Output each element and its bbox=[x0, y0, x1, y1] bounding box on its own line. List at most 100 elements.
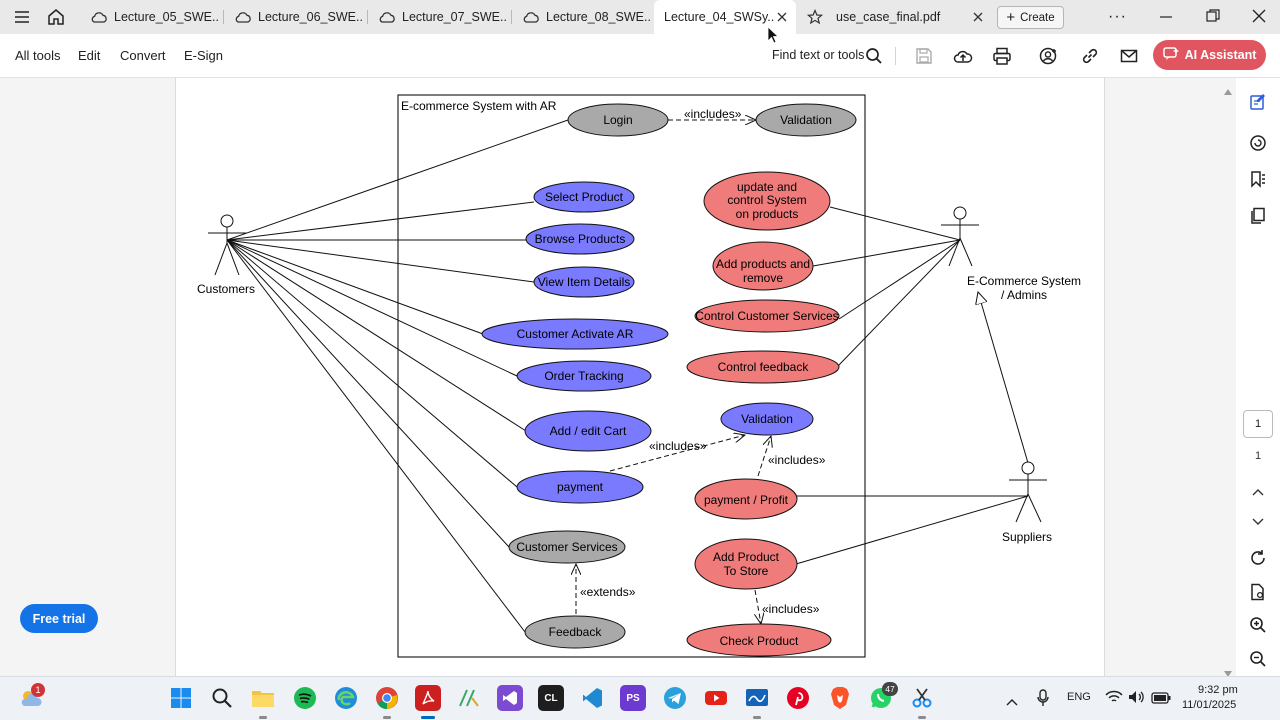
clock-date[interactable]: 11/01/2025 bbox=[1182, 699, 1237, 711]
file-explorer-icon[interactable] bbox=[250, 685, 276, 711]
visual-studio-icon[interactable] bbox=[497, 685, 523, 711]
use-case-customer-services[interactable]: Customer Services bbox=[508, 530, 626, 564]
rotate-refresh-icon[interactable] bbox=[1246, 546, 1270, 570]
find-text-or-tools[interactable]: Find text or tools bbox=[772, 48, 865, 62]
bookmark-icon[interactable] bbox=[1246, 167, 1270, 191]
taskbar-search-icon[interactable] bbox=[209, 685, 235, 711]
use-case-control-customer-services[interactable]: Control Customer Services bbox=[694, 299, 840, 333]
tab-label: use_case_final.pdf bbox=[836, 10, 941, 24]
scroll-up-icon[interactable] bbox=[1224, 82, 1232, 100]
use-case-select-product[interactable]: Select Product bbox=[533, 181, 635, 213]
start-windows-icon[interactable] bbox=[168, 685, 194, 711]
menu-edit[interactable]: Edit bbox=[78, 48, 101, 63]
restore-icon[interactable] bbox=[1205, 8, 1221, 29]
actor-suppliers-label: Suppliers bbox=[1002, 530, 1052, 544]
clion-icon[interactable]: CL bbox=[538, 685, 564, 711]
use-case-browse-products[interactable]: Browse Products bbox=[525, 223, 635, 255]
comment-icon[interactable] bbox=[1246, 131, 1270, 155]
svg-text:Validation: Validation bbox=[741, 412, 793, 426]
page-total: 1 bbox=[1254, 450, 1262, 462]
youtube-icon[interactable] bbox=[703, 685, 729, 711]
print-icon[interactable] bbox=[989, 44, 1015, 68]
dependency-arrows bbox=[576, 120, 771, 624]
chrome-icon[interactable] bbox=[374, 685, 400, 711]
use-case-add-product-to-store[interactable]: Add Product To Store bbox=[694, 538, 798, 590]
use-case-validation-mid[interactable]: Validation bbox=[720, 402, 814, 436]
edit-pdf-icon[interactable] bbox=[1246, 90, 1270, 114]
svg-text:Check Product: Check Product bbox=[720, 634, 799, 648]
edge-icon[interactable] bbox=[333, 685, 359, 711]
use-case-feedback[interactable]: Feedback bbox=[524, 615, 626, 649]
whiteboard-icon[interactable] bbox=[744, 685, 770, 711]
telegram-icon[interactable] bbox=[662, 685, 688, 711]
zoom-in-icon[interactable] bbox=[1246, 613, 1270, 637]
upload-cloud-icon[interactable] bbox=[950, 44, 976, 68]
microphone-icon[interactable] bbox=[1037, 689, 1049, 712]
tab-lecture-04[interactable]: Lecture_04_SWSy.. bbox=[654, 0, 796, 34]
vscode-icon[interactable] bbox=[579, 685, 605, 711]
tab-label: Lecture_08_SWE.. bbox=[546, 10, 651, 24]
use-case-update-control-system[interactable]: update and control System on products bbox=[703, 171, 831, 231]
link-icon[interactable] bbox=[1077, 44, 1103, 68]
share-user-icon[interactable] bbox=[1036, 44, 1062, 68]
use-case-customer-activate-ar[interactable]: Customer Activate AR bbox=[481, 318, 669, 350]
menu-esign[interactable]: E-Sign bbox=[184, 48, 224, 63]
use-case-check-product[interactable]: Check Product bbox=[686, 623, 832, 657]
free-trial-button[interactable]: Free trial bbox=[20, 604, 98, 633]
menu-all-tools[interactable]: All tools bbox=[15, 48, 61, 63]
use-case-control-feedback[interactable]: Control feedback bbox=[686, 350, 840, 384]
hamburger-menu-icon[interactable] bbox=[13, 9, 31, 25]
actor-admins[interactable] bbox=[941, 206, 979, 267]
use-case-add-edit-cart[interactable]: Add / edit Cart bbox=[524, 410, 652, 452]
language-indicator[interactable]: ENG bbox=[1067, 691, 1091, 703]
close-icon[interactable] bbox=[776, 11, 788, 23]
clock-time[interactable]: 9:32 pm bbox=[1198, 684, 1238, 696]
zoom-out-icon[interactable] bbox=[1246, 647, 1270, 671]
create-button[interactable]: + Create bbox=[997, 6, 1064, 29]
use-case-payment-profit[interactable]: payment / Profit bbox=[694, 478, 798, 520]
actor-customers[interactable] bbox=[208, 214, 246, 276]
document-settings-icon[interactable] bbox=[1246, 580, 1270, 604]
pinterest-icon[interactable] bbox=[785, 685, 811, 711]
use-case-view-item-details[interactable]: View Item Details bbox=[533, 266, 635, 298]
phpstorm-icon[interactable]: PS bbox=[620, 685, 646, 711]
minimize-icon[interactable] bbox=[1158, 9, 1174, 30]
menu-convert[interactable]: Convert bbox=[120, 48, 166, 63]
acrobat-icon[interactable] bbox=[415, 685, 441, 711]
home-icon[interactable] bbox=[46, 7, 66, 27]
tab-use-case-final[interactable]: use_case_final.pdf bbox=[800, 0, 990, 34]
tab-lecture-07[interactable]: Lecture_07_SWE.. bbox=[370, 0, 510, 34]
spotify-icon[interactable] bbox=[292, 685, 318, 711]
vertical-scrollbar[interactable] bbox=[1220, 78, 1236, 677]
tab-lecture-05[interactable]: Lecture_05_SWE.. bbox=[82, 0, 222, 34]
close-icon[interactable] bbox=[972, 11, 984, 23]
actor-suppliers[interactable] bbox=[1009, 461, 1047, 523]
next-page-icon[interactable] bbox=[1246, 510, 1270, 534]
snipping-tool-icon[interactable] bbox=[909, 685, 935, 711]
use-case-validation-top[interactable]: Validation bbox=[755, 103, 857, 137]
previous-page-icon[interactable] bbox=[1246, 480, 1270, 504]
use-case-add-remove-products[interactable]: Add products and remove bbox=[712, 241, 814, 291]
system-boundary bbox=[397, 94, 866, 658]
volume-icon[interactable] bbox=[1128, 690, 1146, 709]
search-icon[interactable] bbox=[861, 44, 887, 68]
brave-icon[interactable] bbox=[827, 685, 853, 711]
use-case-login[interactable]: Login bbox=[567, 103, 669, 137]
wifi-icon[interactable] bbox=[1105, 690, 1123, 709]
window-close-icon[interactable] bbox=[1251, 8, 1267, 29]
show-hidden-icons-chevron[interactable] bbox=[1006, 693, 1018, 711]
save-icon[interactable] bbox=[911, 44, 937, 68]
page-number-input[interactable]: 1 bbox=[1243, 410, 1273, 438]
more-options-icon[interactable]: ··· bbox=[1108, 8, 1127, 25]
tab-lecture-06[interactable]: Lecture_06_SWE.. bbox=[226, 0, 366, 34]
scroll-down-icon[interactable] bbox=[1224, 664, 1232, 682]
tab-lecture-08[interactable]: Lecture_08_SWE.. bbox=[514, 0, 654, 34]
excel-tool-icon[interactable] bbox=[456, 685, 482, 711]
use-case-payment[interactable]: payment bbox=[516, 470, 644, 504]
battery-icon[interactable] bbox=[1151, 691, 1171, 709]
ai-assistant-button[interactable]: AI Assistant bbox=[1153, 40, 1266, 70]
mail-icon[interactable] bbox=[1116, 44, 1142, 68]
pages-icon[interactable] bbox=[1246, 204, 1270, 228]
extends-label: «extends» bbox=[580, 585, 636, 599]
use-case-order-tracking[interactable]: Order Tracking bbox=[516, 360, 652, 392]
